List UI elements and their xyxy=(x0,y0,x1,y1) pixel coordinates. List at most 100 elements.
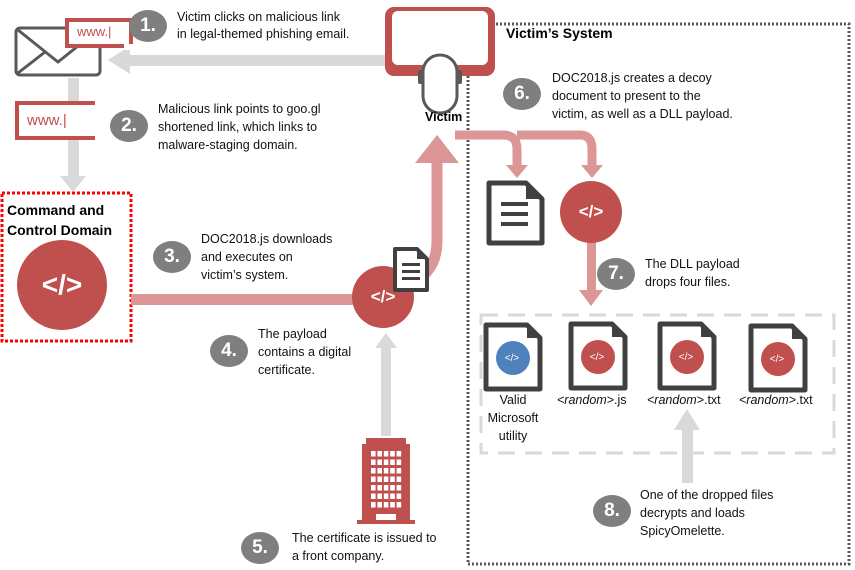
step-3-text-line-1: DOC2018.js downloads xyxy=(201,232,333,246)
step-8-text-line-2: decrypts and loads xyxy=(640,506,745,520)
file-4-label-name: <random> xyxy=(739,393,796,407)
file-2-label-ext: .js xyxy=(613,393,627,407)
arrow-step-7 xyxy=(587,240,596,292)
dropped-file-code-circle xyxy=(581,340,615,374)
building-window xyxy=(383,451,389,457)
arrow-step-8-head xyxy=(674,409,700,430)
building-window xyxy=(383,485,389,491)
arrow-step-7-head xyxy=(579,290,603,306)
arrow-step-3-horizontal xyxy=(131,294,357,305)
step-5-text-line-2: a front company. xyxy=(292,549,385,563)
decoy-document-icon xyxy=(486,180,545,246)
dropped-file-code-circle xyxy=(761,342,795,376)
building-window xyxy=(390,502,395,508)
step-7-text-line-1: The DLL payload xyxy=(645,257,740,271)
step-4-text-line-2: contains a digital xyxy=(258,345,352,359)
c2-title-line-2: Control Domain xyxy=(7,222,112,238)
victim-system-title: Victim’s System xyxy=(506,25,613,41)
step-1-text-line-1: Victim clicks on malicious link xyxy=(177,10,341,24)
building-window xyxy=(383,493,389,499)
step-6-text-line-3: victim, as well as a DLL payload. xyxy=(552,107,733,121)
c2-code-circle xyxy=(17,240,107,330)
arrow-step-6 xyxy=(455,130,597,165)
file-3-label-name: <random> xyxy=(647,393,704,407)
building-window xyxy=(396,468,402,474)
building-window xyxy=(371,493,376,499)
building-window xyxy=(396,502,402,508)
step-3-text-line-3: victim’s system. xyxy=(201,268,289,282)
building-window xyxy=(371,451,376,457)
arrow-step-6-head-doc xyxy=(506,165,528,178)
building-window xyxy=(390,459,395,465)
building-window xyxy=(377,468,382,474)
arrow-step-6-head-dll xyxy=(581,165,603,178)
dropped-file-code-circle xyxy=(496,341,530,375)
file-4-code-symbol: </> xyxy=(769,353,785,365)
c2-code-symbol: </> xyxy=(41,269,83,300)
step-7-text-line-2: drops four files. xyxy=(645,275,731,289)
dropped-file-icon xyxy=(657,321,717,391)
c2-frame xyxy=(0,191,133,343)
file-2-code-symbol: </> xyxy=(589,351,605,363)
building-window xyxy=(371,468,376,474)
step-2-badge: 2. xyxy=(110,110,148,142)
front-company-building-icon xyxy=(357,438,415,524)
building-window xyxy=(390,451,395,457)
building-window xyxy=(390,468,395,474)
victim-label: Victim xyxy=(425,110,463,124)
step-2-text-line-1: Malicious link points to goo.gl xyxy=(158,102,321,116)
step-3-badge: 3. xyxy=(153,241,191,273)
url-text-2: www.| xyxy=(27,112,67,129)
building-window xyxy=(377,451,382,457)
building-window xyxy=(396,459,402,465)
monitor-icon xyxy=(385,7,495,76)
building-window xyxy=(383,476,389,482)
file-2-label: <random>.js xyxy=(557,392,626,409)
step-7-badge: 7. xyxy=(597,258,635,290)
step-6-text-line-2: document to present to the xyxy=(552,89,701,103)
step-2-text-line-2: shortened link, which links to xyxy=(158,120,318,134)
dropped-file-icon xyxy=(483,322,543,392)
building-window xyxy=(390,485,395,491)
building-window xyxy=(396,476,402,482)
file-4-label: <random>.txt xyxy=(739,392,813,409)
dll-code-symbol: </> xyxy=(578,202,604,221)
url-text-1: www.| xyxy=(77,24,112,39)
building-window xyxy=(371,459,376,465)
step-4-badge: 4. xyxy=(210,335,248,367)
file-4-label-ext: .txt xyxy=(795,393,813,407)
building-window xyxy=(390,476,395,482)
step-8-text-line-1: One of the dropped files xyxy=(640,488,774,502)
url-box-2 xyxy=(15,101,95,140)
step-1-badge: 1. xyxy=(129,10,167,42)
step-6-text-line-1: DOC2018.js creates a decoy xyxy=(552,71,712,85)
step-2-text-line-3: malware-staging domain. xyxy=(158,138,298,152)
step-6-badge: 6. xyxy=(503,78,541,110)
building-window xyxy=(377,476,382,482)
building-window xyxy=(377,485,382,491)
step-3-text-line-2: and executes on xyxy=(201,250,293,264)
dll-code-circle xyxy=(560,181,622,243)
payload-document-icon xyxy=(393,247,429,292)
file-1-code-symbol: </> xyxy=(504,352,520,364)
building-window xyxy=(371,476,376,482)
building-window xyxy=(383,502,389,508)
arrow-step-1 xyxy=(108,46,386,74)
file-3-code-symbol: </> xyxy=(678,351,694,363)
dropped-files-frame xyxy=(479,313,836,455)
victim-system-frame xyxy=(466,22,851,566)
file-1-label-line-3: utility xyxy=(498,429,528,443)
step-1-text-line-2: in legal-themed phishing email. xyxy=(177,27,350,41)
building-window xyxy=(396,451,402,457)
c2-title-line-1: Command and xyxy=(7,202,105,218)
building-window xyxy=(390,493,395,499)
building-window xyxy=(396,485,402,491)
building-window xyxy=(377,459,382,465)
step-4-text-line-1: The payload xyxy=(258,327,327,341)
arrow-step-4 xyxy=(381,346,391,436)
building-window xyxy=(383,459,389,465)
step-8-text-line-3: SpicyOmelette. xyxy=(640,524,725,538)
step-8-badge: 8. xyxy=(593,495,631,527)
step-5-text-line-1: The certificate is issued to xyxy=(292,531,437,545)
